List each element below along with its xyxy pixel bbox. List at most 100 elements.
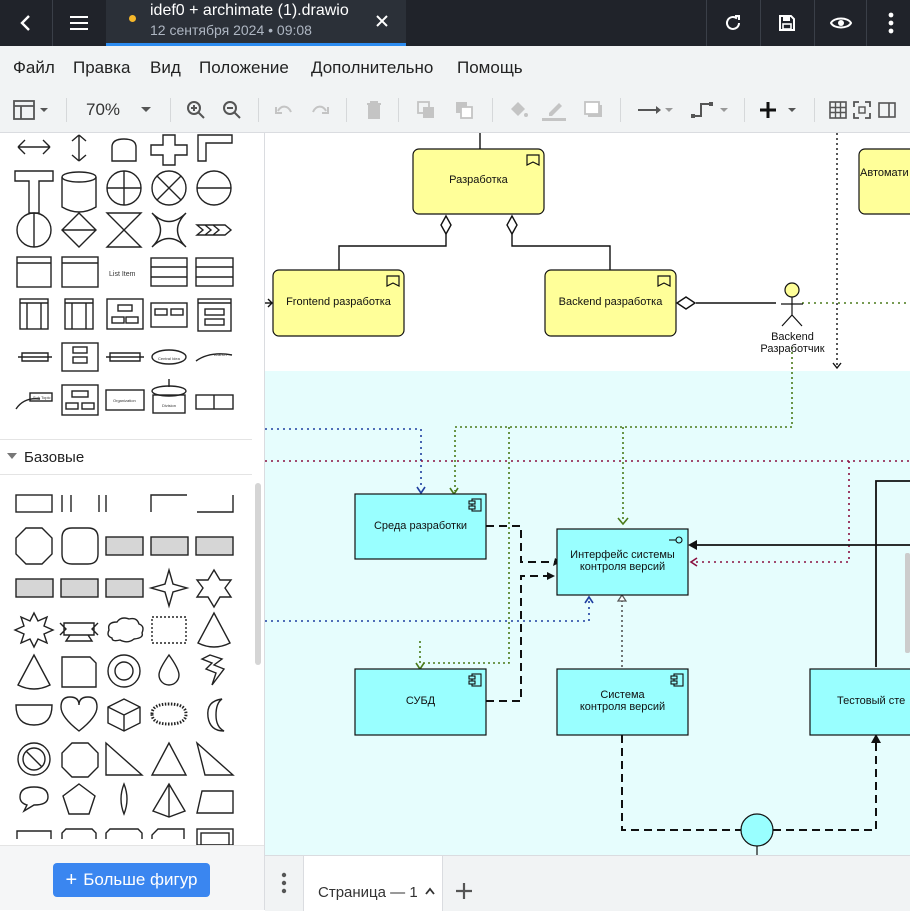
node-vcs-label-line2: контроля версий xyxy=(579,701,666,713)
redo-icon xyxy=(312,105,329,114)
more-vertical-icon xyxy=(281,872,287,894)
sub-topic-label: Sub Topic xyxy=(33,395,51,400)
shadow-icon xyxy=(584,101,602,117)
pages-menu-button[interactable] xyxy=(277,870,291,896)
table-button[interactable] xyxy=(824,96,852,124)
chevron-down-icon xyxy=(141,107,152,112)
node-sreda[interactable] xyxy=(354,493,487,560)
hamburger-icon xyxy=(70,16,88,30)
expand-triangle-icon xyxy=(7,453,17,459)
node-test-label: Тестовый сте xyxy=(837,695,906,707)
close-icon[interactable] xyxy=(372,11,392,31)
more-vertical-icon xyxy=(888,12,894,34)
connection-style-button[interactable] xyxy=(634,96,678,124)
document-timestamp: 12 сентября 2024 • 09:08 xyxy=(150,22,312,38)
unsaved-dot-icon xyxy=(129,15,136,22)
toolbar: 70% xyxy=(0,88,910,133)
node-automation-label: Автомати xyxy=(860,167,909,179)
node-sreda-label: Среда разработки xyxy=(373,520,468,532)
sidebar-right-icon xyxy=(878,102,896,118)
menu-edit[interactable]: Правка xyxy=(73,58,131,77)
more-shapes-button[interactable]: + Больше фигур xyxy=(53,863,210,897)
node-frontend[interactable] xyxy=(272,269,405,337)
fullscreen-button[interactable] xyxy=(848,96,876,124)
shapes-sidebar: List Item Central Idea Branch Sub Topic … xyxy=(0,133,265,910)
toggle-format-button[interactable] xyxy=(873,96,901,124)
node-vcs-label: Система контроля версий xyxy=(557,689,688,713)
document-tab[interactable]: idef0 + archimate (1).drawio 12 сентября… xyxy=(106,0,406,46)
organization-label: Organization xyxy=(113,398,136,403)
to-front-icon xyxy=(417,101,434,118)
actor-backend-developer[interactable] xyxy=(781,282,803,327)
layout-panel-icon xyxy=(13,100,48,120)
shadow-button[interactable] xyxy=(580,96,608,124)
save-button[interactable] xyxy=(764,0,810,46)
arrow-right-icon xyxy=(638,106,673,114)
node-razrabotka[interactable] xyxy=(412,148,545,215)
menu-arrange[interactable]: Положение xyxy=(199,58,289,77)
save-icon xyxy=(779,15,795,31)
shape-library[interactable]: List Item Central Idea Branch Sub Topic … xyxy=(0,133,264,845)
application-layer-group[interactable] xyxy=(265,371,910,855)
redo-button[interactable] xyxy=(306,96,334,124)
page-tab[interactable]: Страница — 1 xyxy=(303,856,443,911)
node-subd[interactable] xyxy=(354,668,487,736)
zoom-out-button[interactable] xyxy=(218,96,246,124)
sidebar-scrollbar[interactable] xyxy=(255,483,261,665)
menu-help[interactable]: Помощь xyxy=(457,58,523,77)
node-subd-label: СУБД xyxy=(405,695,436,707)
page-tab-label: Страница — 1 xyxy=(318,884,418,901)
waypoint-icon xyxy=(691,102,728,118)
insert-button[interactable] xyxy=(756,96,800,124)
eye-icon xyxy=(830,17,852,29)
branch-label: Branch xyxy=(214,352,227,357)
undo-icon xyxy=(275,105,292,114)
chevron-up-icon[interactable] xyxy=(425,887,435,895)
diagram-canvas[interactable]: Разработка Frontend разработка Backend р… xyxy=(265,133,910,855)
zoom-select[interactable]: 70% xyxy=(78,96,160,124)
line-color-button[interactable] xyxy=(540,96,568,124)
menu-file[interactable]: Файл xyxy=(13,58,55,77)
node-interface[interactable] xyxy=(556,528,689,596)
zoom-out-icon xyxy=(223,101,241,119)
chevron-left-icon xyxy=(20,15,30,31)
zoom-in-button[interactable] xyxy=(182,96,210,124)
menu-bar: Файл Правка Вид Положение Дополнительно … xyxy=(0,46,910,88)
actor-label-line2: Разработчик xyxy=(760,343,825,355)
to-back-button[interactable] xyxy=(450,96,478,124)
node-interface-label: Интерфейс системы контроля версий xyxy=(557,549,688,573)
fill-color-button[interactable] xyxy=(504,96,532,124)
node-test[interactable] xyxy=(809,668,910,736)
basic-shapes-section-header[interactable]: Базовые xyxy=(0,439,252,475)
undo-button[interactable] xyxy=(270,96,298,124)
table-icon xyxy=(829,101,847,119)
more-options-button[interactable] xyxy=(868,0,910,46)
menu-extras[interactable]: Дополнительно xyxy=(311,58,434,77)
to-back-icon xyxy=(456,102,473,119)
add-page-button[interactable] xyxy=(453,880,475,902)
sync-button[interactable] xyxy=(710,0,756,46)
refresh-icon xyxy=(726,15,740,30)
preview-button[interactable] xyxy=(818,0,864,46)
waypoints-button[interactable] xyxy=(688,96,732,124)
node-vcs[interactable] xyxy=(556,668,689,736)
menu-view[interactable]: Вид xyxy=(150,58,181,77)
more-shapes-label: Больше фигур xyxy=(83,870,198,889)
plus-icon: + xyxy=(65,869,78,891)
zoom-value: 70% xyxy=(85,100,121,119)
plus-icon xyxy=(456,883,472,899)
format-panel-button[interactable] xyxy=(10,96,54,124)
back-button[interactable] xyxy=(3,0,49,46)
junction-node[interactable] xyxy=(740,813,774,847)
pages-bar: Страница — 1 xyxy=(265,855,910,911)
actor-label: Backend Разработчик xyxy=(745,331,840,355)
node-backend[interactable] xyxy=(544,269,677,337)
menu-button[interactable] xyxy=(56,0,102,46)
delete-button[interactable] xyxy=(360,96,388,124)
to-front-button[interactable] xyxy=(412,96,440,124)
list-item-label: List Item xyxy=(109,271,136,278)
node-automation[interactable] xyxy=(858,148,910,215)
node-backend-label: Backend разработка xyxy=(558,296,663,308)
node-vcs-label-line1: Система xyxy=(600,689,645,701)
actor-label-line1: Backend xyxy=(771,331,814,343)
